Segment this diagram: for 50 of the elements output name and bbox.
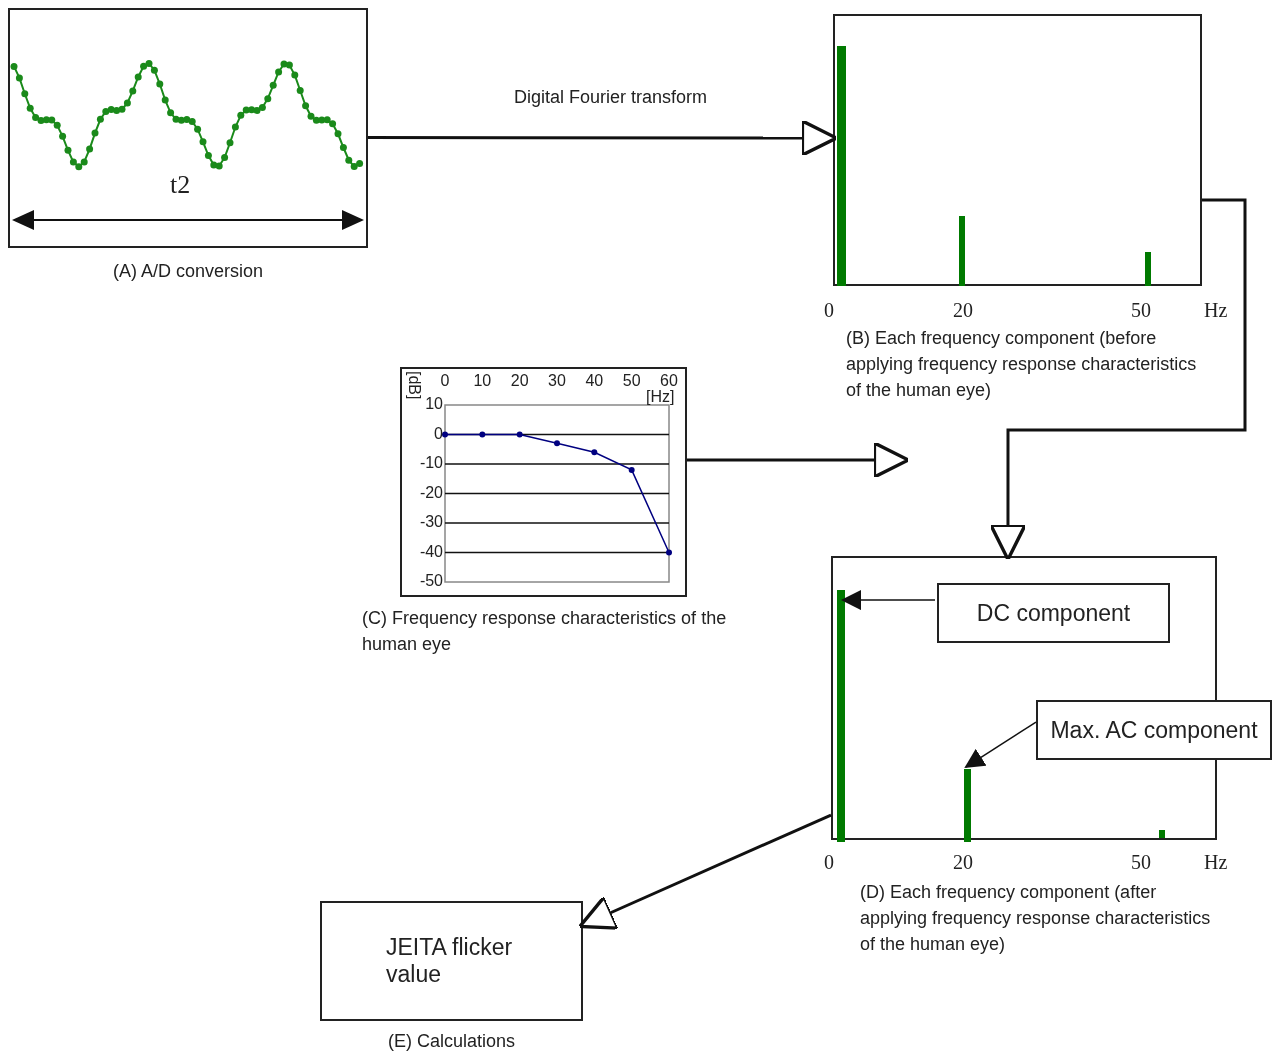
tick-label: 60 — [660, 372, 678, 390]
point — [516, 431, 523, 438]
line-chart — [400, 367, 687, 597]
tick-label: 10 — [425, 395, 443, 413]
tick-label: 20 — [510, 372, 529, 390]
tick-label: -50 — [419, 572, 443, 590]
point — [666, 549, 672, 556]
point — [479, 431, 486, 438]
figure-caption: (C) Frequency response characteristics of the human eye — [362, 607, 728, 656]
figure-caption: (A) A/D conversion — [111, 260, 265, 283]
axis-title: [Hz] — [646, 388, 675, 406]
axis-label: Hz — [1204, 298, 1228, 323]
figure-caption: (E) Calculations — [386, 1030, 516, 1053]
tick-label: 40 — [585, 372, 604, 390]
tick-label: 0 — [434, 424, 443, 443]
dimension-label: t2 — [170, 172, 191, 198]
leader-arrow — [841, 590, 936, 611]
axis-title: [dB] — [405, 371, 423, 400]
figure-caption: (D) Each frequency component (after applying frequency response characteristics of the human eye) — [860, 881, 1212, 956]
point — [591, 449, 598, 456]
block-arrow — [687, 441, 911, 479]
callout-box: Max. AC component — [1036, 700, 1272, 760]
axis-label: 0 — [824, 298, 834, 323]
axis-label: 20 — [953, 850, 973, 875]
leader-arrow — [964, 721, 1037, 769]
axis-label: 20 — [953, 298, 973, 323]
tick-label: -10 — [419, 454, 443, 472]
spectrum-bar — [837, 590, 845, 842]
point — [554, 440, 560, 447]
figure-caption: (B) Each frequency component (before applying frequency response characteristics of the human eye) — [846, 327, 1198, 402]
callout-box: DC component — [937, 583, 1170, 643]
tick-label: -40 — [419, 542, 443, 561]
block-arrow — [368, 119, 839, 157]
tick-label: 50 — [622, 372, 641, 390]
result-box: JEITA flicker value — [320, 901, 583, 1021]
tick-label: 10 — [473, 372, 492, 390]
spectrum-bar — [964, 769, 971, 842]
axis-label: Hz — [1204, 850, 1228, 875]
waveform-chart — [8, 8, 368, 248]
block-arrow — [578, 813, 832, 930]
axis-label: 50 — [1131, 850, 1151, 875]
block-arrow — [989, 198, 1247, 562]
tick-label: -20 — [419, 483, 443, 502]
point — [628, 466, 635, 473]
tick-label: 30 — [548, 372, 566, 390]
spectrum-chart — [833, 14, 1202, 286]
axis-label: 0 — [824, 850, 834, 875]
tick-label: -30 — [419, 513, 443, 531]
tick-label: 0 — [440, 372, 450, 390]
axis-label: 50 — [1131, 298, 1151, 323]
